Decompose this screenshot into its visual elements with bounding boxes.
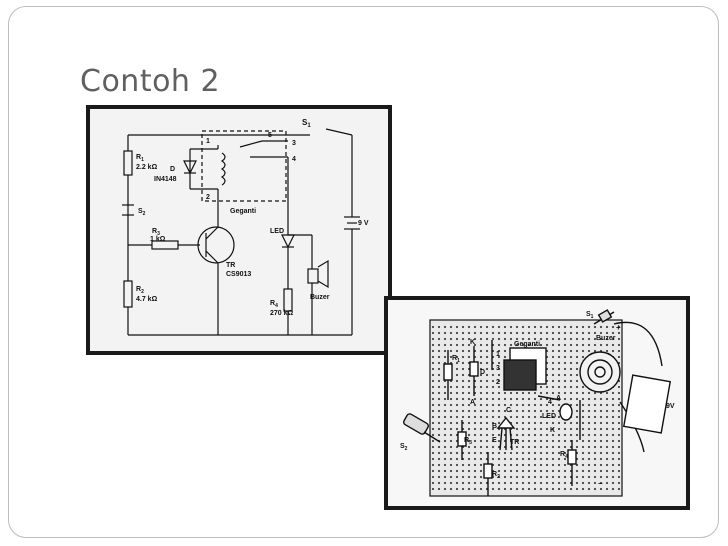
led-label: LED xyxy=(270,228,284,235)
tr-part: CS9013 xyxy=(226,271,251,278)
breadboard-panel: S1 Buzer Geganti K R1 D A 1 3 2 4 A LED … xyxy=(384,296,690,510)
s1-label: S1 xyxy=(302,118,311,129)
r3-value: 1 kΩ xyxy=(150,236,166,243)
buzzer-label: Buzer xyxy=(310,294,330,301)
slide-title: Contoh 2 xyxy=(80,64,221,99)
bb-pin2: 2 xyxy=(496,379,500,386)
diode-part: IN4148 xyxy=(154,176,177,183)
bb-buzzer-label: Buzer xyxy=(596,335,616,342)
bb-e-label: E xyxy=(492,437,497,444)
r2-value: 4.7 kΩ xyxy=(136,296,158,303)
r4-label: R4 xyxy=(270,300,278,309)
relay-pin-2: 2 xyxy=(206,194,210,201)
relay-name: Geganti xyxy=(230,208,256,215)
tr-label: TR xyxy=(226,262,235,269)
bb-a-label: A xyxy=(470,399,475,406)
breadboard-illustration: S1 Buzer Geganti K R1 D A 1 3 2 4 A LED … xyxy=(400,309,675,497)
bb-r1-label: R1 xyxy=(452,355,460,364)
bb-pin1: 1 xyxy=(496,351,500,358)
relay-pin-5: 5 xyxy=(268,132,272,139)
relay-pin-4: 4 xyxy=(292,156,296,163)
bb-r3-label: R3 xyxy=(464,437,472,446)
bb-b-label: B xyxy=(492,423,497,430)
bb-led-label: LED xyxy=(542,413,556,420)
bb-a-led-label: A xyxy=(556,395,561,402)
r1-label: R1 xyxy=(136,154,144,163)
bb-pin4: 4 xyxy=(548,399,552,406)
bb-s2-label: S2 xyxy=(400,443,408,452)
relay-pin-1: 1 xyxy=(206,138,210,145)
s2-label: S2 xyxy=(138,208,146,217)
battery-label: 9 V xyxy=(358,220,369,227)
bb-relay-label: Geganti xyxy=(514,341,540,348)
r2-label: R2 xyxy=(136,286,144,295)
bb-tr-label: TR xyxy=(510,439,519,446)
schematic-panel: S1 1 2 3 4 5 R1 2.2 kΩ D IN4148 Geganti … xyxy=(86,105,392,355)
bb-pin3: 3 xyxy=(496,365,500,372)
bb-r2-label: R2 xyxy=(492,471,500,480)
bb-minus-label: − xyxy=(598,479,603,488)
bb-d-label: D xyxy=(480,369,485,376)
bb-r4-label: R4 xyxy=(560,451,568,460)
circuit-schematic: S1 1 2 3 4 5 R1 2.2 kΩ D IN4148 Geganti … xyxy=(122,118,369,336)
diode-label: D xyxy=(170,166,175,173)
r4-value: 270 kΩ xyxy=(270,310,294,317)
bb-plus-label: + xyxy=(616,323,621,332)
bb-c-label: C xyxy=(506,407,511,414)
bb-k-led-label: K xyxy=(550,427,555,434)
r1-value: 2.2 kΩ xyxy=(136,164,158,171)
relay-pin-3: 3 xyxy=(292,140,296,147)
bb-s1-label: S1 xyxy=(586,311,594,320)
bb-battery-label: 9V xyxy=(666,403,675,410)
r3-label: R3 xyxy=(152,228,160,237)
bb-k-label: K xyxy=(470,339,475,346)
